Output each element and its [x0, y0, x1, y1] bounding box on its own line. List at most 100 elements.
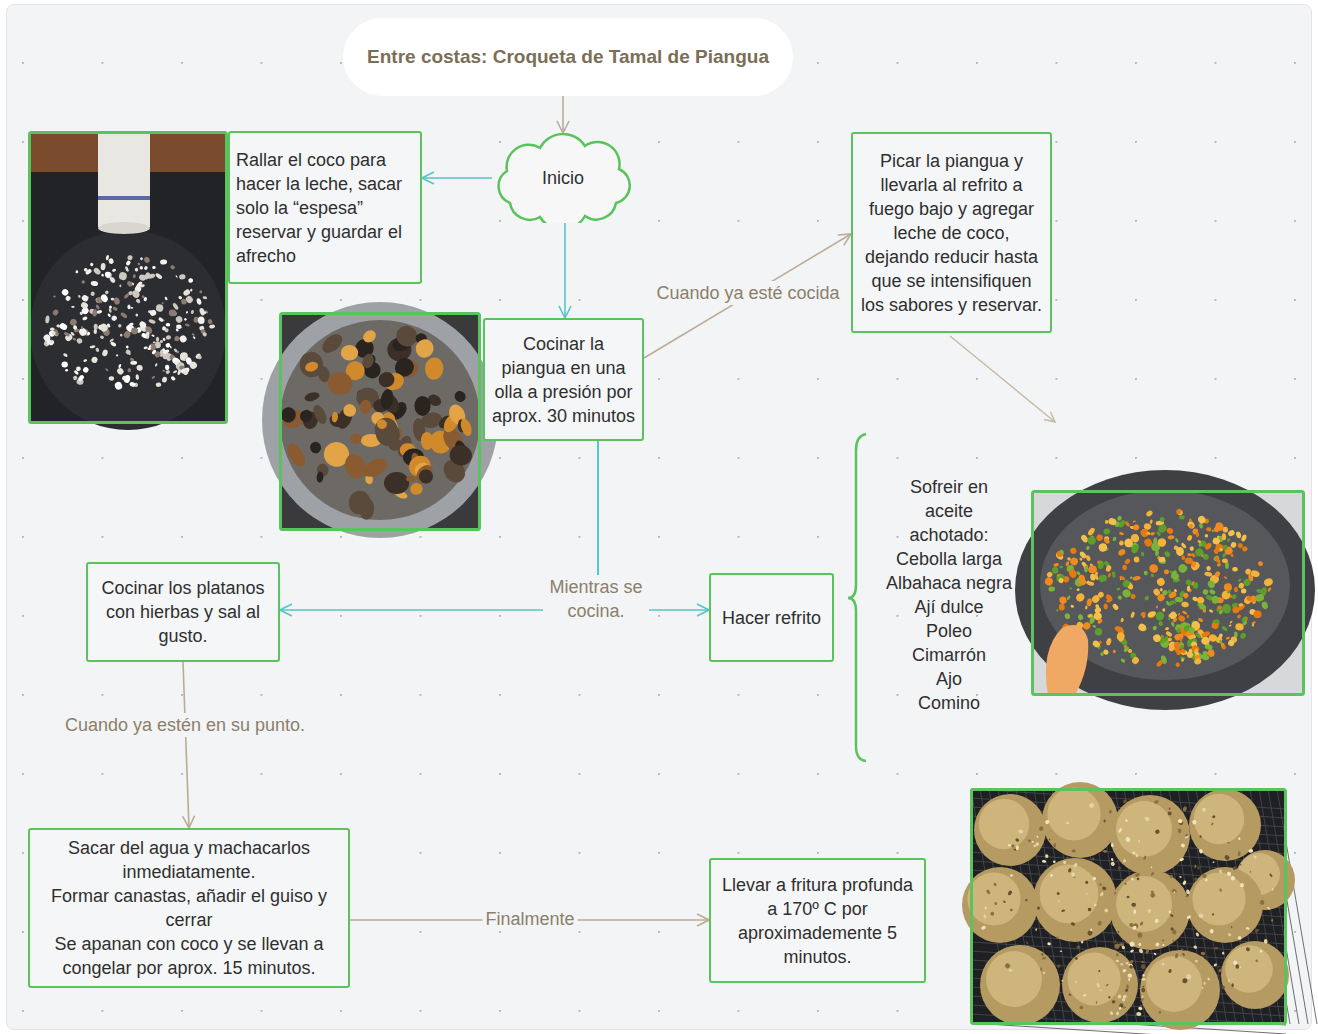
crumb — [1130, 949, 1135, 953]
crumb — [1231, 983, 1234, 987]
crumb — [1142, 974, 1145, 977]
coconut-flake — [80, 301, 89, 310]
coconut-flake — [83, 359, 87, 363]
coconut-flake — [139, 266, 143, 270]
coconut-flake — [143, 265, 148, 270]
refrito-bit — [1167, 535, 1174, 540]
refrito-bit — [1194, 651, 1199, 659]
crumb — [1194, 864, 1196, 868]
process-box: Sacar del agua y machacarlos inmediatame… — [28, 828, 350, 988]
coconut-flake — [165, 365, 170, 371]
crumb — [1138, 948, 1144, 954]
refrito-bit — [1221, 603, 1233, 615]
crumb — [1119, 943, 1124, 946]
coconut-flake — [163, 349, 170, 355]
refrito-bit — [1239, 632, 1247, 640]
crumb — [1129, 941, 1136, 948]
refrito-bit — [1154, 610, 1165, 621]
refrito-bit — [1222, 544, 1229, 551]
ingredient-text: Comino — [874, 691, 1024, 715]
coconut-flake — [61, 362, 67, 368]
crumb — [1168, 910, 1172, 914]
refrito-bit — [1119, 575, 1126, 581]
refrito-bit — [1132, 523, 1140, 531]
crumb — [1254, 928, 1259, 932]
refrito-bit — [1181, 555, 1185, 560]
shell — [459, 417, 474, 437]
node-text: Entre costas: Croqueta de Tamal de Piang… — [359, 45, 777, 69]
shell — [326, 370, 354, 397]
crumb — [1179, 857, 1184, 862]
crumb — [1197, 867, 1199, 870]
shell — [412, 336, 437, 361]
coconut-flake — [94, 324, 98, 330]
coconut-flake — [78, 295, 81, 299]
coconut-flake — [160, 340, 164, 343]
refrito-bit — [1175, 508, 1182, 515]
crumb — [1234, 859, 1236, 861]
crumb — [1085, 880, 1089, 884]
refrito-bit — [1189, 518, 1192, 522]
coconut-flake — [141, 295, 145, 299]
crumb — [1130, 877, 1134, 881]
shell — [452, 389, 468, 405]
refrito-bit — [1155, 550, 1159, 557]
coconut-flake — [196, 298, 202, 306]
crumb — [1125, 988, 1129, 992]
refrito-bit — [1193, 657, 1202, 665]
crumb — [1035, 842, 1040, 847]
crumb — [1066, 822, 1070, 824]
crumb — [1232, 866, 1237, 871]
coconut-flake — [112, 268, 117, 272]
refrito-bit — [1181, 658, 1184, 661]
refrito-bit — [1137, 622, 1147, 632]
coconut-flake — [117, 323, 122, 328]
refrito-bit — [1121, 579, 1131, 589]
crumb — [1195, 959, 1198, 962]
crumb — [1182, 880, 1187, 885]
crumb — [1141, 960, 1144, 963]
crumb — [1253, 855, 1257, 859]
refrito-bit — [1076, 588, 1080, 592]
crumb — [1180, 948, 1184, 952]
coconut-flake — [176, 350, 179, 353]
crumb — [1122, 799, 1127, 804]
crumb — [1053, 860, 1056, 863]
crumb — [1026, 941, 1029, 945]
refrito-bit — [1084, 565, 1088, 572]
crumb — [1207, 977, 1210, 980]
refrito-bit — [1130, 611, 1135, 618]
coconut-flake — [107, 313, 111, 318]
refrito-bit — [1116, 587, 1120, 590]
crumb — [1091, 857, 1095, 861]
refrito-bit — [1119, 532, 1124, 536]
coconut-flake — [161, 376, 168, 383]
coconut-flake — [143, 256, 151, 264]
refrito-bit — [1156, 531, 1162, 537]
refrito-bit — [1213, 548, 1219, 554]
croquette-highlight — [967, 872, 1020, 925]
refrito-bit — [1068, 568, 1078, 579]
crumb — [1096, 982, 1101, 987]
refrito-bit — [1175, 538, 1180, 543]
crumb — [1074, 956, 1078, 960]
refrito-bit — [1058, 595, 1068, 605]
refrito-bit — [1085, 605, 1088, 609]
croquette — [1140, 950, 1220, 1030]
coconut-flake — [192, 336, 195, 340]
process-box: Rallar el coco para hacer la leche, saca… — [228, 131, 422, 284]
coconut-flake — [63, 331, 70, 337]
refrito-bit — [1112, 603, 1120, 611]
crumb — [1222, 952, 1225, 955]
refrito-bit — [1117, 548, 1126, 557]
crumb — [1154, 918, 1159, 923]
coconut-flake — [48, 330, 55, 338]
shell — [311, 403, 330, 426]
refrito-bit — [1057, 574, 1061, 577]
crumb — [1245, 946, 1250, 951]
shell — [424, 357, 444, 380]
croquette — [980, 945, 1060, 1025]
node-text: Inicio — [502, 166, 624, 190]
coconut-flake — [169, 309, 177, 316]
coconut-flake — [181, 299, 187, 305]
